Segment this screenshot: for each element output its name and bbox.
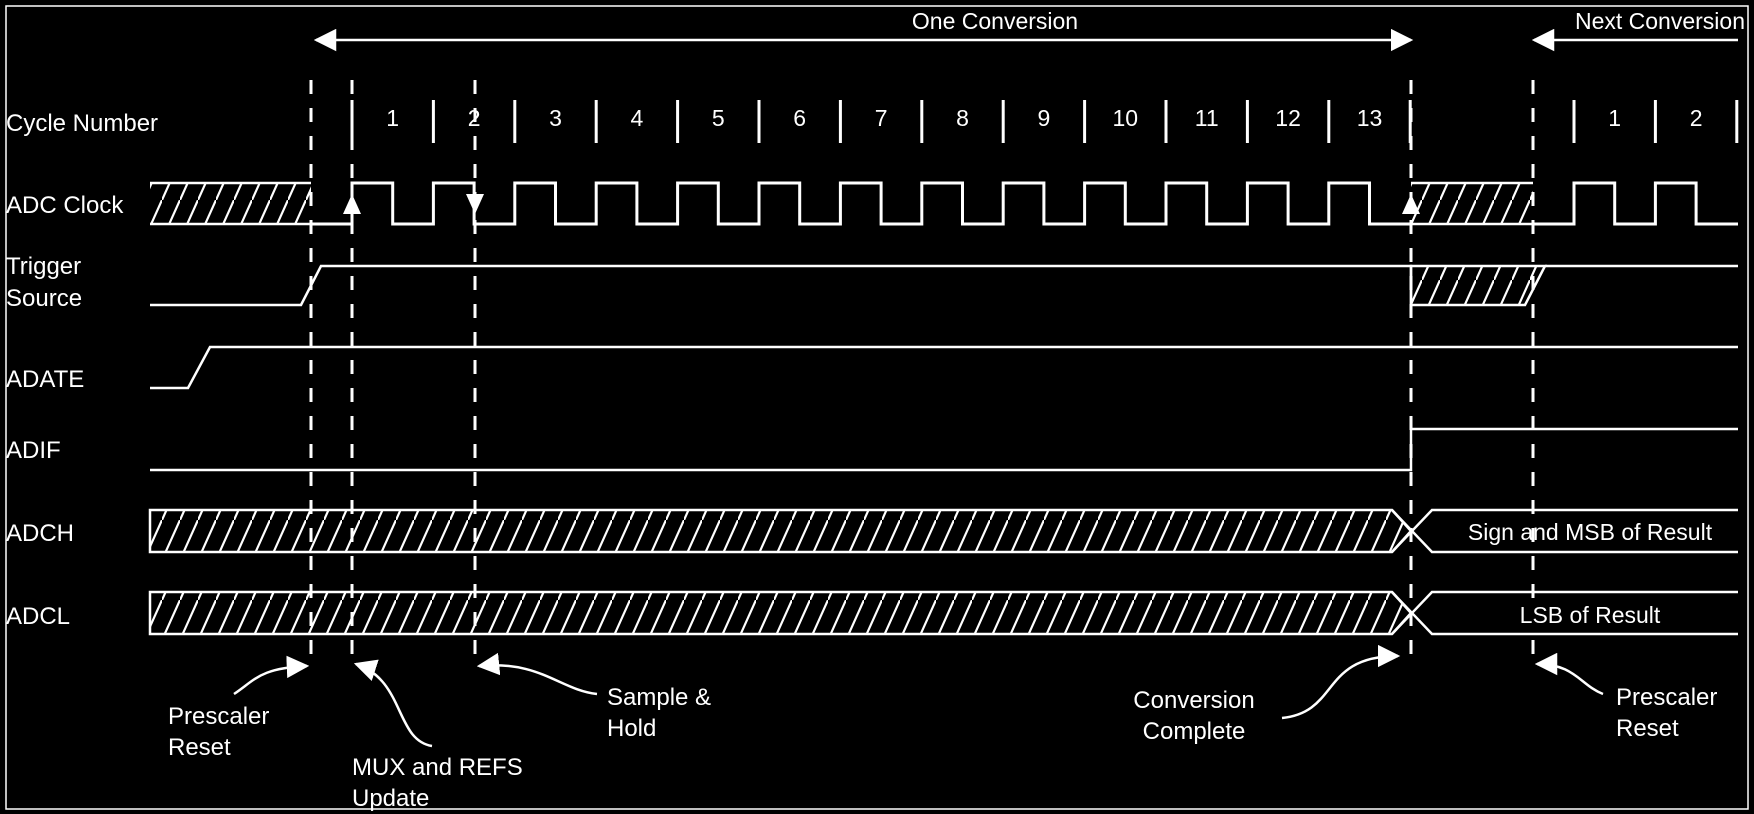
sample-hold-label-1: Sample & [607, 684, 711, 711]
conversion-complete-label-1: Conversion [1133, 687, 1254, 714]
cycle-number: 3 [549, 105, 562, 131]
arrow-mux-refs [353, 659, 433, 748]
event-markers [309, 80, 1535, 664]
trigger-source-label-2: Source [6, 285, 82, 312]
cycle-number: 13 [1357, 105, 1383, 131]
adate-label: ADATE [6, 366, 84, 393]
clock-rising-edge-arrow [343, 194, 361, 214]
cycle-number-label: Cycle Number [6, 110, 158, 137]
one-conversion-label: One Conversion [912, 8, 1078, 34]
trigger-source-label-1: Trigger [6, 253, 81, 280]
trigger-source-signal [150, 264, 1738, 307]
clock-rising-edge-arrow-2 [1402, 194, 1420, 214]
arrow-sample-hold [476, 652, 598, 696]
adch-result-label: Sign and MSB of Result [1468, 519, 1713, 545]
cycle-ticks [350, 100, 1739, 143]
cycle-number: 11 [1195, 105, 1219, 131]
prescaler-reset-next-label-1: Prescaler [1616, 684, 1717, 711]
cycle-number-next: 1 [1608, 105, 1621, 131]
cycle-number: 9 [1038, 105, 1051, 131]
adc-clock-hatch-start [150, 183, 311, 224]
adcl-label: ADCL [6, 603, 70, 630]
adc-clock-label: ADC Clock [6, 192, 124, 219]
adif-label: ADIF [6, 437, 61, 464]
cycle-number: 7 [875, 105, 888, 131]
next-conversion-label: Next Conversion [1575, 8, 1745, 34]
adcl-result-label: LSB of Result [1520, 602, 1661, 628]
cycle-number-next: 2 [1690, 105, 1703, 131]
prescaler-reset-label-2: Reset [168, 734, 231, 761]
adch-label: ADCH [6, 520, 74, 547]
adc-clock-signal [150, 181, 1738, 226]
adc-clock-hatch-gap [1411, 183, 1533, 224]
cycle-number: 2 [468, 105, 481, 131]
adc-clock-waveform-next [1533, 181, 1738, 226]
annotation-arrows [233, 644, 1604, 748]
adch-signal [148, 508, 1738, 554]
mux-refs-label-2: Update [352, 785, 429, 812]
cycle-number: 5 [712, 105, 725, 131]
cycle-number: 6 [793, 105, 806, 131]
cycle-number: 12 [1275, 105, 1301, 131]
trigger-source-hatch [1409, 264, 1548, 307]
adif-signal [150, 427, 1738, 472]
adate-signal [150, 345, 1738, 390]
cycle-number: 10 [1113, 105, 1139, 131]
mux-refs-label-1: MUX and REFS [352, 754, 523, 781]
arrow-conversion-complete [1281, 644, 1401, 720]
clock-falling-edge-arrow [466, 194, 484, 214]
cycle-number: 1 [386, 105, 399, 131]
adc-clock-waveform [311, 181, 1411, 226]
prescaler-reset-label-1: Prescaler [168, 703, 269, 730]
diagram-frame [5, 5, 1749, 810]
adcl-signal [148, 590, 1738, 636]
cycle-number: 4 [631, 105, 644, 131]
prescaler-reset-next-label-2: Reset [1616, 715, 1679, 742]
arrow-prescaler-reset [233, 655, 310, 696]
sample-hold-label-2: Hold [607, 715, 656, 742]
cycle-number: 8 [956, 105, 969, 131]
conversion-complete-label-2: Complete [1143, 718, 1246, 745]
arrow-prescaler-reset-next [1534, 652, 1604, 696]
